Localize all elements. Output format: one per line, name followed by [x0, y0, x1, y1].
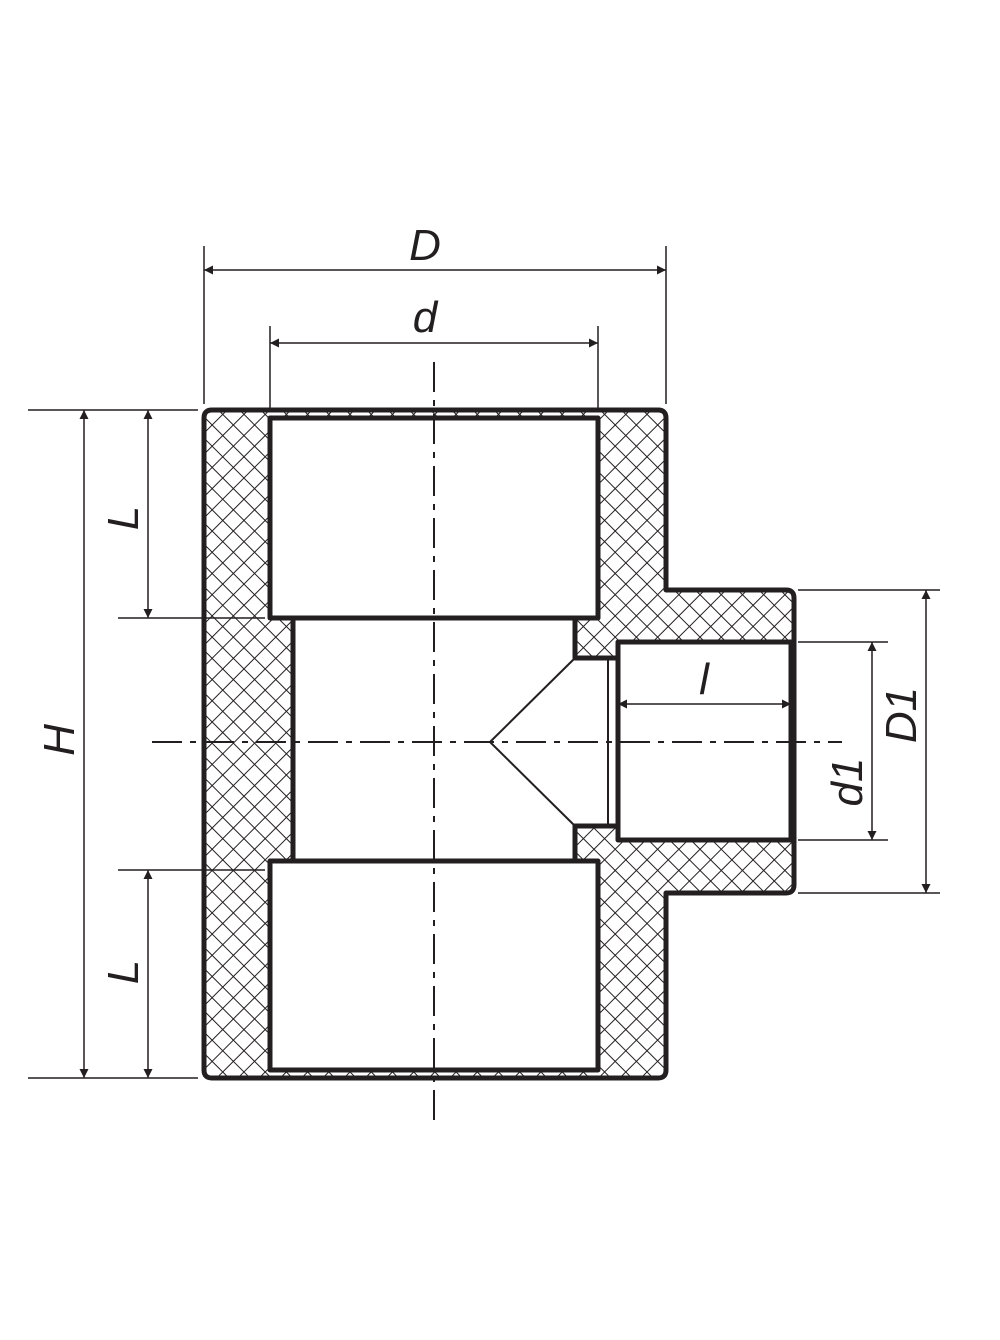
tee-wall-section: [201, 407, 797, 1081]
extension-lines: [28, 246, 940, 1079]
label-l: l: [699, 655, 710, 704]
label-D1: D1: [877, 687, 926, 743]
label-d: d: [413, 293, 439, 342]
label-H: H: [35, 724, 84, 756]
dimension-lines: [79, 265, 931, 1078]
label-d1: d1: [823, 758, 872, 807]
dimension-labels: D d L L H l d1 D1: [35, 221, 926, 984]
centre-lines: [152, 362, 842, 1122]
label-L-top: L: [99, 506, 148, 530]
label-D: D: [409, 221, 441, 270]
bore-outlines: [270, 416, 793, 1072]
label-L-bottom: L: [99, 960, 148, 984]
